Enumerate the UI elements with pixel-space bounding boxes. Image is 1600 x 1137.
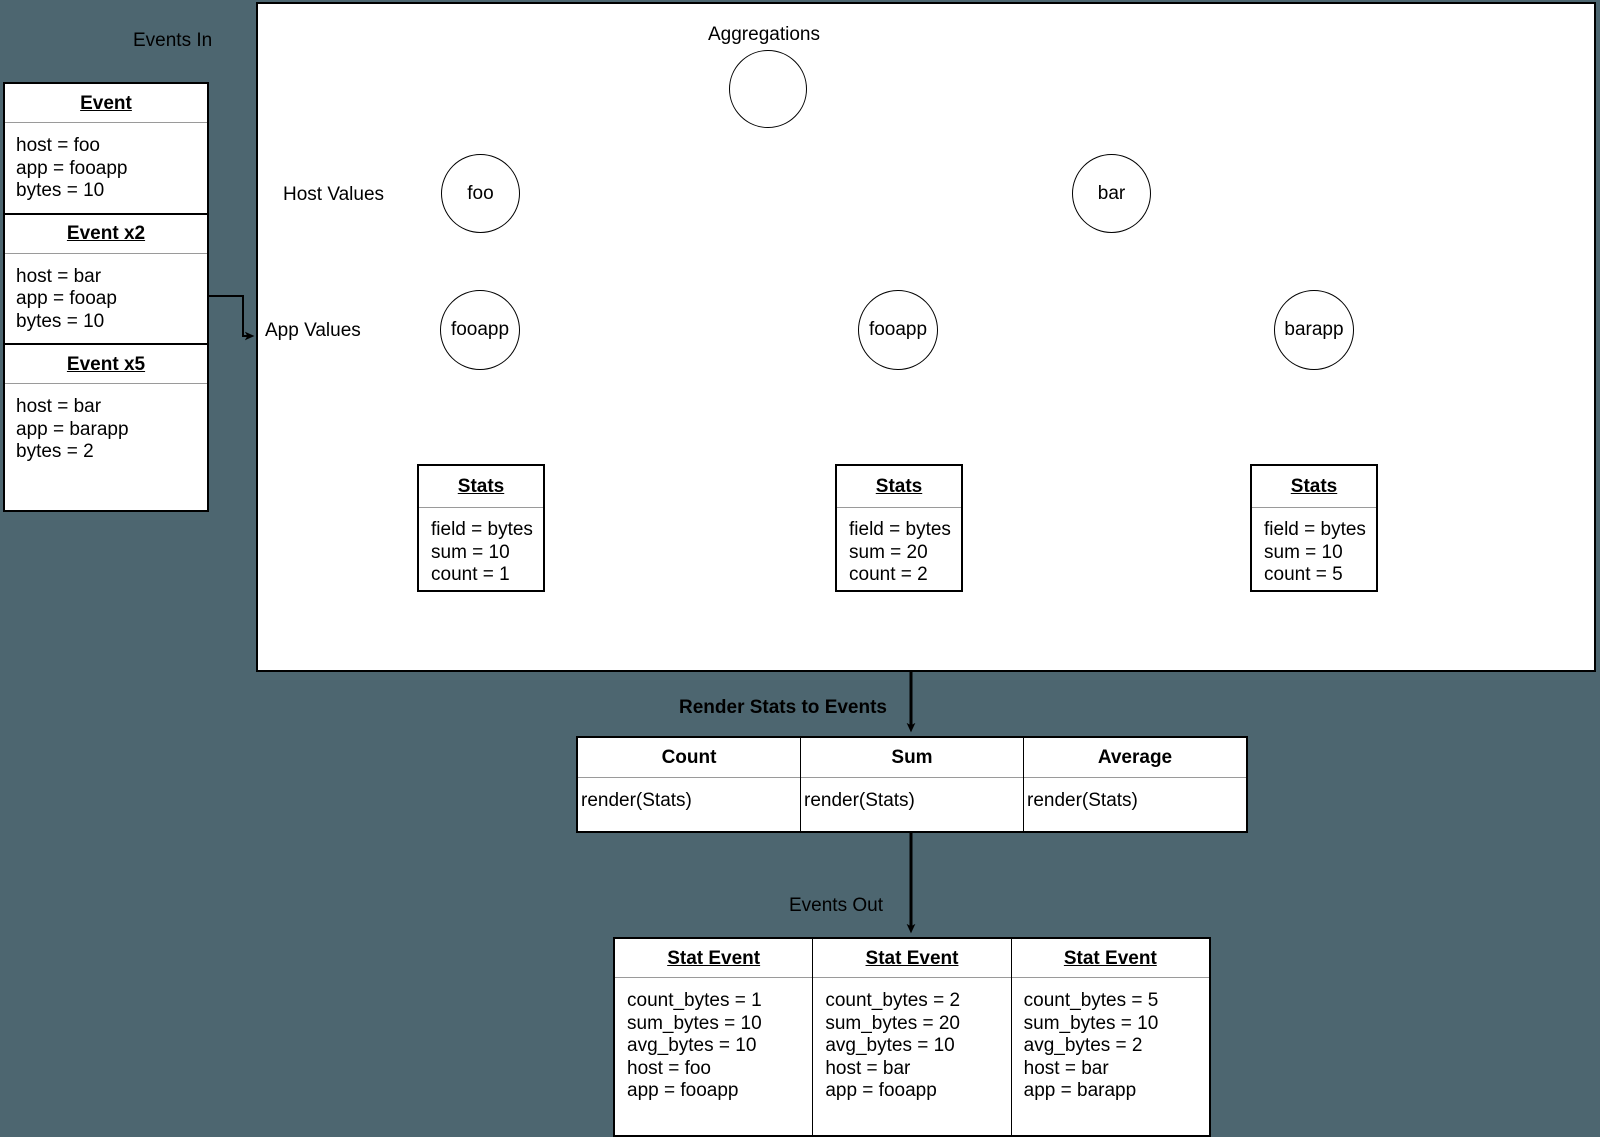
stat-event-card-1-title: Stat Event [667,947,761,969]
events-in-label: Events In [133,30,213,51]
render-stats-table: Count render(Stats) Sum render(Stats) Av… [576,736,1248,833]
stats-card-1-title: Stats [457,476,505,497]
stat-event-card-2-divider [813,977,1011,978]
stats-card-3-divider [1252,507,1376,508]
app-node-fooapp-1[interactable]: fooapp [440,290,520,370]
stat-event-card-3-title: Stat Event [1063,947,1157,969]
render-table-column-count: Count render(Stats) [578,738,801,831]
stat-event-card-1: Stat Event count_bytes = 1 sum_bytes = 1… [615,939,814,1135]
stat-event-card-2-title: Stat Event [865,947,959,969]
aggregations-label: Aggregations [708,24,820,45]
stats-card-3: Stats field = bytes sum = 10 count = 5 [1250,464,1378,592]
app-node-barapp[interactable]: barapp [1274,290,1354,370]
stat-event-card-3-divider [1011,977,1209,978]
stat-event-card-1-divider [615,977,813,978]
stats-card-2-divider [837,507,961,508]
render-table-column-sum: Sum render(Stats) [801,738,1024,831]
wire-events-in-to-aggregations [209,295,255,341]
render-table-cell-count: render(Stats) [581,790,692,811]
render-table-divider-average [1024,777,1246,778]
stat-events-group: Stat Event count_bytes = 1 sum_bytes = 1… [613,937,1211,1137]
event-card-1-body: host = foo app = fooapp bytes = 10 [16,135,128,201]
events-in-stack: Event host = foo app = fooapp bytes = 10… [3,82,209,512]
stats-card-2: Stats field = bytes sum = 20 count = 2 [835,464,963,592]
stat-event-card-2: Stat Event count_bytes = 2 sum_bytes = 2… [813,939,1012,1135]
event-card-1-title: Event [80,92,132,114]
events-in-separator-2 [5,343,207,345]
stat-event-card-1-body: count_bytes = 1 sum_bytes = 10 avg_bytes… [627,990,762,1101]
render-table-header-sum: Sum [891,746,933,768]
event-card-2-title: Event x2 [66,223,146,244]
app-node-fooapp-2[interactable]: fooapp [858,290,938,370]
stats-card-3-title: Stats [1290,476,1338,497]
event-card-3-divider [5,383,207,384]
stats-card-1: Stats field = bytes sum = 10 count = 1 [417,464,545,592]
event-card-2: Event x2 host = bar app = fooap bytes = … [5,215,207,344]
stat-event-card-3-body: count_bytes = 5 sum_bytes = 10 avg_bytes… [1023,990,1159,1101]
stat-event-card-2-body: count_bytes = 2 sum_bytes = 20 avg_bytes… [825,990,961,1101]
host-node-foo-label: foo [467,182,494,204]
render-table-cell-sum: render(Stats) [804,790,915,811]
event-card-2-body: host = bar app = fooap bytes = 10 [16,265,117,332]
host-node-bar[interactable]: bar [1072,154,1151,233]
event-card-1: Event host = foo app = fooapp bytes = 10 [5,84,207,213]
host-node-bar-label: bar [1097,182,1126,204]
event-card-3-title: Event x5 [66,353,146,375]
stat-event-card-3: Stat Event count_bytes = 5 sum_bytes = 1… [1011,939,1209,1135]
host-values-label: Host Values [283,184,385,205]
events-in-separator-1 [5,212,207,215]
render-table-column-average: Average render(Stats) [1024,738,1246,831]
stats-card-3-body: field = bytes sum = 10 count = 5 [1264,519,1366,585]
render-stats-to-events-label: Render Stats to Events [679,697,887,718]
host-node-foo[interactable]: foo [441,154,520,233]
stats-card-1-body: field = bytes sum = 10 count = 1 [431,519,533,585]
event-card-3-body: host = bar app = barapp bytes = 2 [16,396,129,462]
app-node-fooapp-1-label: fooapp [450,319,510,340]
app-node-fooapp-2-label: fooapp [868,319,928,340]
render-table-header-average: Average [1097,746,1173,768]
render-table-cell-average: render(Stats) [1027,790,1138,811]
app-values-label: App Values [265,320,361,341]
app-node-barapp-label: barapp [1284,319,1344,340]
stats-card-2-body: field = bytes sum = 20 count = 2 [849,519,951,585]
event-card-2-divider [5,252,207,254]
event-card-1-divider [5,122,207,123]
stats-card-2-title: Stats [875,476,923,497]
render-table-divider-count [578,777,800,778]
aggregations-root-node[interactable] [729,50,807,128]
render-table-divider-sum [801,777,1023,778]
stats-card-1-divider [419,507,543,508]
render-table-header-count: Count [661,746,717,768]
events-out-label: Events Out [789,895,883,916]
event-card-3: Event x5 host = bar app = barapp bytes =… [5,345,207,474]
